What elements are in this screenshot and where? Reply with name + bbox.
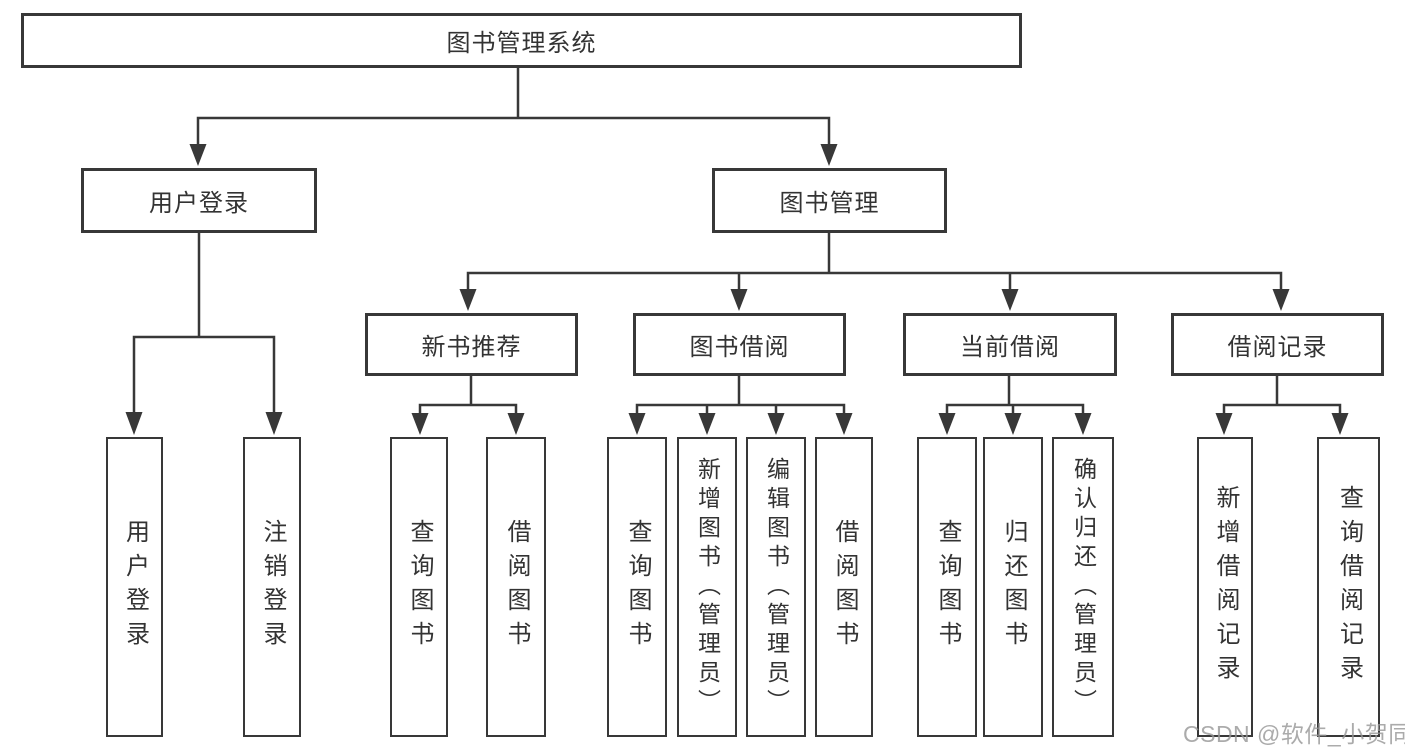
leaf-add-borrow-record: 新增借阅记录 xyxy=(1197,437,1253,737)
node-root: 图书管理系统 xyxy=(21,13,1022,68)
leaf-add-borrow-record-label: 新增借阅记录 xyxy=(1212,485,1239,689)
leaf-query-books-borrow: 查询图书 xyxy=(607,437,667,737)
leaf-confirm-return-admin-label: 确认归还（管理员） xyxy=(1070,456,1097,718)
leaf-query-borrow-record-label: 查询借阅记录 xyxy=(1335,485,1363,689)
node-book-management-label: 图书管理 xyxy=(779,190,880,217)
node-new-book-recommend: 新书推荐 xyxy=(365,313,578,376)
node-borrow-records-label: 借阅记录 xyxy=(1227,334,1328,361)
leaf-borrow-books-label: 借阅图书 xyxy=(831,519,858,655)
node-root-label: 图书管理系统 xyxy=(446,30,597,57)
node-book-management: 图书管理 xyxy=(712,168,947,233)
leaf-edit-books-admin-label: 编辑图书（管理员） xyxy=(763,456,790,718)
leaf-query-books-current: 查询图书 xyxy=(917,437,977,737)
node-current-borrow-label: 当前借阅 xyxy=(960,334,1060,361)
leaf-query-books-current-label: 查询图书 xyxy=(934,519,961,655)
leaf-add-books-admin-label: 新增图书（管理员） xyxy=(694,456,721,718)
leaf-query-books-recommend: 查询图书 xyxy=(390,437,448,737)
leaf-query-books-recommend-label: 查询图书 xyxy=(406,519,433,655)
leaf-return-books-label: 归还图书 xyxy=(1000,519,1027,655)
leaf-logout: 注销登录 xyxy=(243,437,301,737)
leaf-user-login-label: 用户登录 xyxy=(121,519,149,655)
csdn-watermark: CSDN @软件_小贺同学 xyxy=(1183,721,1405,747)
node-book-borrow-label: 图书借阅 xyxy=(689,334,790,361)
node-borrow-records: 借阅记录 xyxy=(1171,313,1384,376)
leaf-return-books: 归还图书 xyxy=(983,437,1043,737)
node-user-login-label: 用户登录 xyxy=(149,190,249,217)
leaf-borrow-books-recommend: 借阅图书 xyxy=(486,437,546,737)
leaf-query-borrow-record: 查询借阅记录 xyxy=(1317,437,1380,737)
node-current-borrow: 当前借阅 xyxy=(903,313,1117,376)
leaf-query-books-borrow-label: 查询图书 xyxy=(624,519,651,655)
leaf-confirm-return-admin: 确认归还（管理员） xyxy=(1052,437,1114,737)
leaf-borrow-books-recommend-label: 借阅图书 xyxy=(503,519,530,655)
node-new-book-recommend-label: 新书推荐 xyxy=(421,334,522,361)
leaf-logout-label: 注销登录 xyxy=(259,519,286,655)
leaf-edit-books-admin: 编辑图书（管理员） xyxy=(746,437,806,737)
leaf-user-login: 用户登录 xyxy=(106,437,163,737)
node-user-login: 用户登录 xyxy=(81,168,317,233)
leaf-borrow-books: 借阅图书 xyxy=(815,437,873,737)
node-book-borrow: 图书借阅 xyxy=(633,313,846,376)
leaf-add-books-admin: 新增图书（管理员） xyxy=(677,437,737,737)
